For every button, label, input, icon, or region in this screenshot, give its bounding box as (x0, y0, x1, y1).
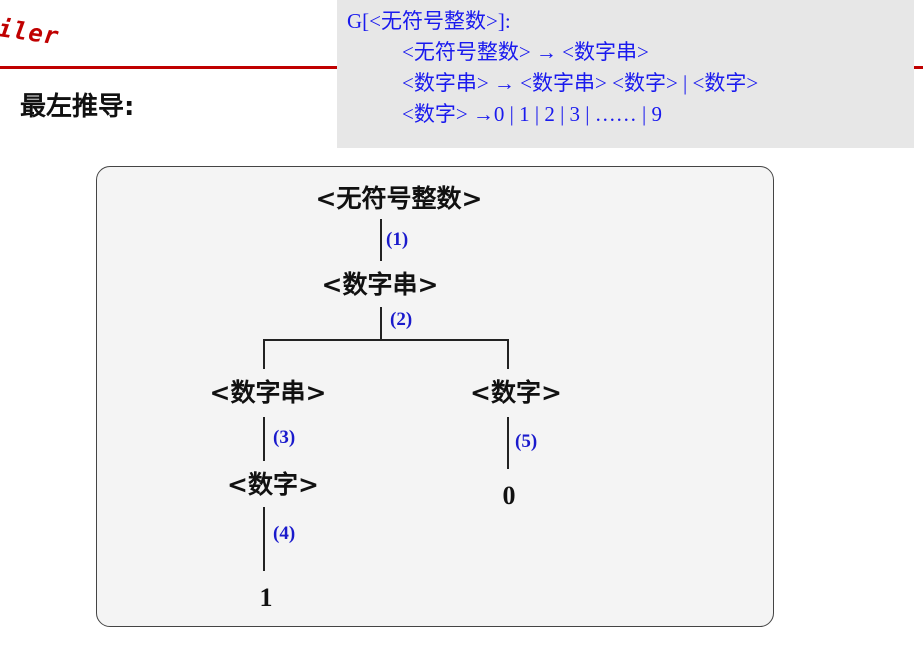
tree-leaf-0: 0 (502, 481, 516, 510)
grammar-title: G[<无符号整数>]: (347, 9, 511, 33)
tree-node-right-digit: <数字> (470, 378, 562, 407)
grammar-rule-2: <数字串> → <数字串> <数字> | <数字> (402, 71, 759, 95)
grammar-panel: G[<无符号整数>]: <无符号整数> → <数字串> <数字串> → <数字串… (337, 0, 914, 148)
edge-right-digit-to-0 (507, 417, 509, 469)
section-title: 最左推导: (20, 92, 135, 122)
step-label-1: (1) (386, 229, 409, 250)
grammar-rule-3: <数字> →0 | 1 | 2 | 3 | …… | 9 (402, 102, 662, 126)
step-label-3: (3) (273, 427, 296, 448)
tree-node-root: <无符号整数> (315, 184, 483, 213)
edge-branch-horizontal (263, 339, 509, 341)
edge-left-string-to-digit (263, 417, 265, 461)
edge-branch-right (507, 339, 509, 369)
edge-left-digit-to-1 (263, 507, 265, 571)
tree-leaf-1: 1 (259, 583, 273, 612)
tree-node-left-digit-string: <数字串> (209, 378, 327, 407)
tree-node-left-digit: <数字> (227, 470, 319, 499)
derivation-tree-panel: <无符号整数> <数字串> <数字串> <数字> <数字> 1 0 (1) (2… (96, 166, 774, 627)
tree-node-digit-string: <数字串> (321, 270, 439, 299)
step-label-5: (5) (515, 431, 538, 452)
step-label-2: (2) (390, 309, 413, 330)
step-label-4: (4) (273, 523, 296, 544)
edge-digit-string-down (380, 307, 382, 339)
edge-root-to-digit-string (380, 219, 382, 261)
grammar-rule-1: <无符号整数> → <数字串> (402, 40, 649, 64)
logo-text: iler (0, 14, 62, 51)
edge-branch-left (263, 339, 265, 369)
